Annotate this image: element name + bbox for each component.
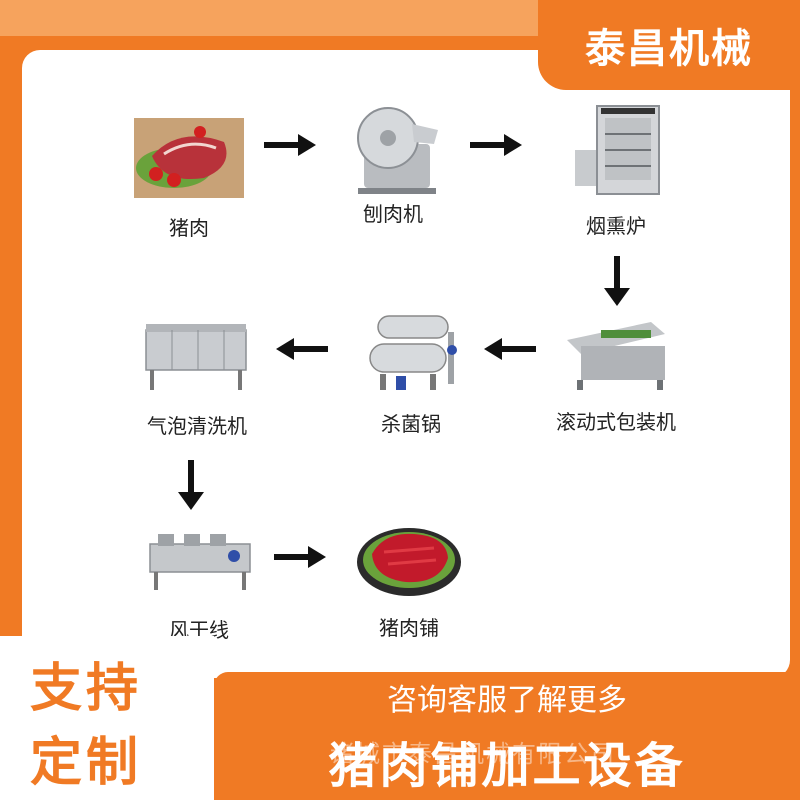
step-label: 杀菌锅	[381, 412, 441, 436]
step-pork-jerky: 猪肉铺	[334, 514, 484, 641]
arrow-down-icon	[178, 460, 204, 510]
brand-name: 泰昌机械	[585, 26, 753, 72]
rolling-packaging-machine-image	[561, 318, 671, 392]
step-air-drying-line: 风干线	[124, 526, 274, 643]
pork-jerky-image	[354, 514, 464, 598]
consult-banner[interactable]: 咨询客服了解更多	[214, 672, 800, 722]
sterilization-retort-image	[356, 310, 466, 394]
step-label: 滚动式包装机	[556, 410, 676, 434]
arrow-left-icon	[276, 338, 328, 360]
raw-pork-image	[134, 118, 244, 198]
arrow-right-icon	[264, 134, 316, 156]
promo-line2: 定制	[30, 733, 143, 793]
step-packaging-machine: 滚动式包装机	[541, 318, 691, 435]
step-sterilization-retort: 杀菌锅	[336, 310, 486, 437]
promo-line1: 支持	[30, 659, 143, 719]
step-bubble-washer: 气泡清洗机	[122, 316, 272, 439]
step-label: 烟熏炉	[586, 214, 646, 238]
air-drying-line-image	[144, 526, 254, 592]
smoke-oven-image	[561, 104, 671, 198]
step-label: 气泡清洗机	[147, 414, 247, 438]
meat-slicer-image	[338, 104, 448, 198]
step-label: 猪肉铺	[379, 616, 439, 640]
step-meat-slicer: 刨肉机	[318, 104, 468, 227]
arrow-right-icon	[470, 134, 522, 156]
step-label: 猪肉	[169, 216, 209, 240]
arrow-down-icon	[604, 256, 630, 306]
bubble-washer-image	[142, 316, 252, 396]
arrow-right-icon	[274, 546, 326, 568]
step-smoke-oven: 烟熏炉	[541, 104, 691, 239]
arrow-left-icon	[484, 338, 536, 360]
step-raw-pork: 猪肉	[114, 118, 264, 241]
brand-tab: 泰昌机械	[538, 0, 800, 90]
product-title: 猪肉铺加工设备	[328, 738, 686, 794]
company-watermark: 诸城市泰昌机械有限公司	[330, 740, 616, 768]
consult-text: 咨询客服了解更多	[387, 683, 627, 718]
product-title-bar: 猪肉铺加工设备	[214, 722, 800, 800]
customization-badge: 支持 定制	[0, 636, 214, 800]
step-label: 刨肉机	[363, 202, 423, 226]
